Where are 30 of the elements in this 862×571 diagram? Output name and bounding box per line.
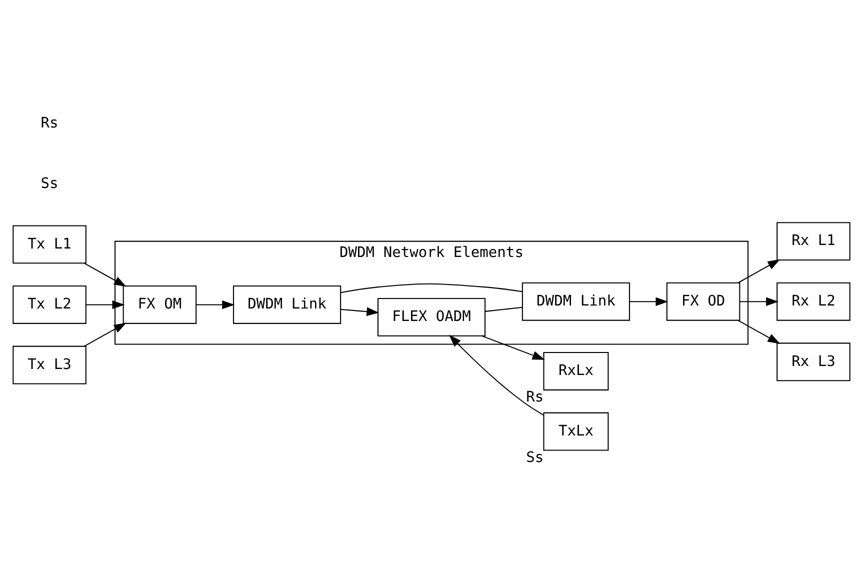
arrow: [737, 259, 780, 284]
node-box: DWDM Link: [521, 282, 630, 321]
node-box: DWDM Link: [232, 286, 341, 324]
node-box: FX OM: [122, 286, 196, 324]
node-box: Tx L1: [12, 225, 86, 264]
node-box: FLEX OADM: [376, 298, 486, 336]
node-label: Ss: [526, 448, 544, 466]
connector: [484, 306, 522, 312]
arrow: [85, 300, 124, 310]
arrow: [83, 322, 126, 347]
node-box: Rx L2: [776, 282, 850, 321]
node-box: FX OD: [666, 282, 740, 321]
label: Rs: [40, 114, 58, 132]
arrow: [83, 262, 126, 287]
node-box: Tx L2: [12, 286, 86, 324]
node-box: RxLx: [542, 352, 608, 390]
connector: [340, 283, 522, 294]
arrow: [196, 300, 234, 310]
node-box: Rx L3: [776, 342, 850, 382]
node-label: Rs: [526, 388, 544, 406]
arrow: [629, 297, 668, 306]
node-box: Rx L1: [776, 222, 850, 261]
arrow: [739, 297, 778, 306]
arrow: [340, 307, 379, 316]
node-box: TxLx: [542, 412, 608, 451]
arrow: [481, 335, 544, 360]
label: Ss: [40, 175, 58, 192]
arrow: [737, 320, 780, 344]
node-box: Tx L3: [12, 346, 86, 384]
arrow: [448, 334, 544, 416]
